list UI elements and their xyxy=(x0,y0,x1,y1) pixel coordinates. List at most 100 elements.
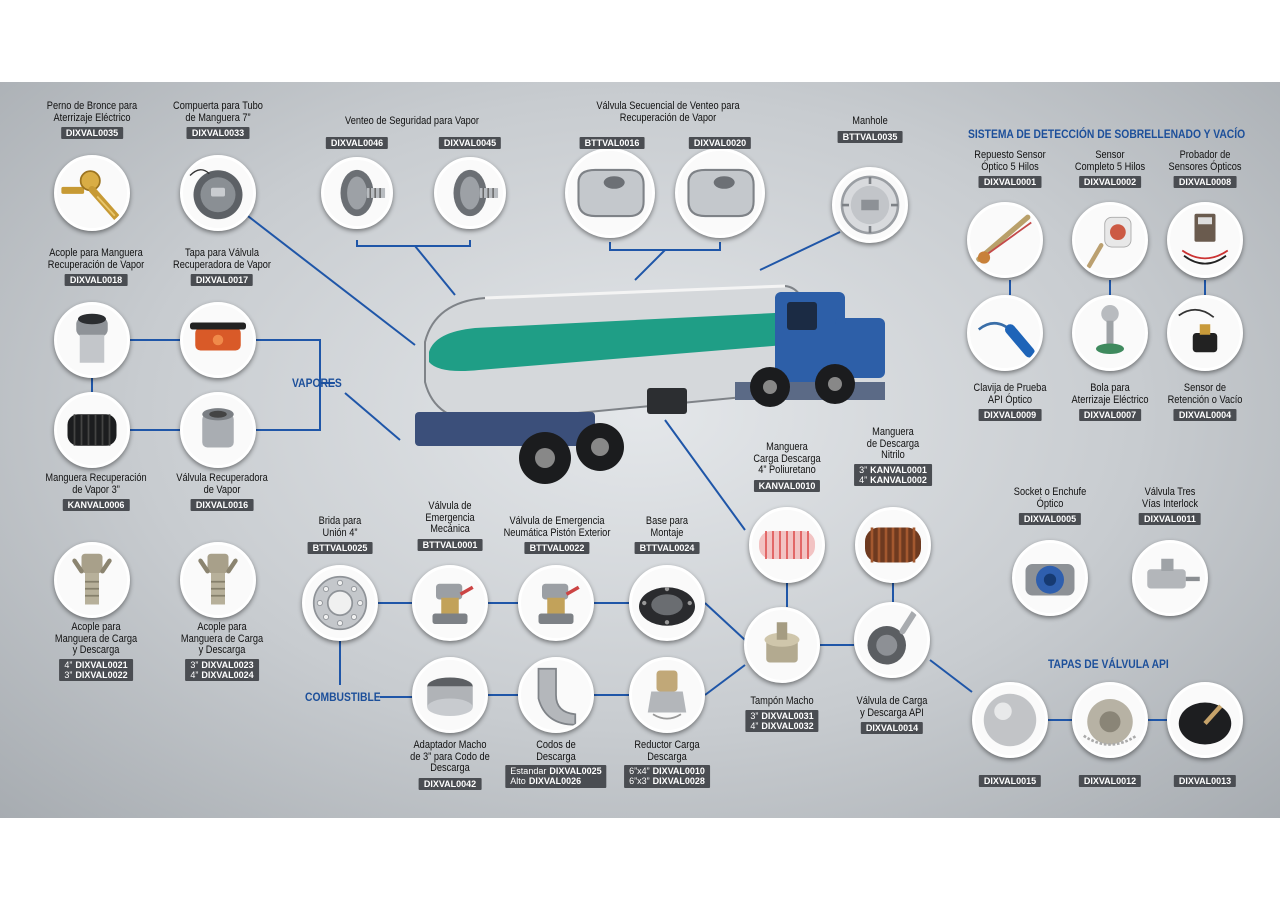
product-code: KANVAL0010 xyxy=(753,479,821,492)
connector-line xyxy=(356,240,471,247)
code-value: DIXVAL0024 xyxy=(201,669,254,680)
product-code: DIXVAL0035 xyxy=(60,127,124,140)
product-name: Carga Descarga xyxy=(753,452,821,465)
product-name: Acople para Manguera xyxy=(49,247,143,259)
ground-ball-icon xyxy=(1072,295,1148,371)
code-value: DIXVAL0046 xyxy=(330,138,384,148)
product-code: DIXVAL0015 xyxy=(978,775,1042,788)
product-code: DIXVAL0017 xyxy=(190,274,254,287)
elbow-icon xyxy=(518,657,594,733)
product-name: Bola para xyxy=(1090,382,1130,394)
product-name: Montaje xyxy=(650,526,684,539)
product-code: BTTVAL0016 xyxy=(579,137,645,150)
code-value: DIXVAL0045 xyxy=(443,138,497,148)
code-value: DIXVAL0042 xyxy=(423,778,477,789)
code-value: KANVAL0006 xyxy=(67,500,125,511)
code-size: 4” xyxy=(750,720,759,731)
product-name: y Descarga API xyxy=(860,706,924,719)
code-value: DIXVAL0022 xyxy=(75,669,128,680)
code-size: 4” xyxy=(190,669,199,680)
code-value: DIXVAL0021 xyxy=(75,659,128,670)
product-code: BTTVAL0025 xyxy=(307,542,373,555)
label-api13: DIXVAL0013 xyxy=(1173,772,1237,789)
code-value: DIXVAL0031 xyxy=(761,710,814,721)
retention-sensor-icon xyxy=(1167,295,1243,371)
product-name: Mecánica xyxy=(430,523,470,536)
product-code: DIXVAL0033 xyxy=(186,127,250,140)
product-name: Aterrizaje Eléctrico xyxy=(53,111,131,124)
code-value: BTTVAL0001 xyxy=(422,539,478,550)
product-name: Vías Interlock xyxy=(1142,497,1198,510)
code-size: 3” xyxy=(859,464,868,475)
product-name: Manguera xyxy=(766,441,808,453)
sequential-valve-icon xyxy=(565,148,655,238)
code-value: DIXVAL0013 xyxy=(1178,776,1232,786)
product-name: Manguera xyxy=(872,426,914,438)
code-value: DIXVAL0005 xyxy=(1023,514,1077,525)
product-code: DIXVAL0002 xyxy=(1078,176,1142,189)
product-name: Manguera de Carga xyxy=(54,632,138,645)
vent-valve-icon xyxy=(434,157,506,229)
recovery-valve-icon xyxy=(180,392,256,468)
tanker-truck-icon xyxy=(395,262,895,507)
product-name: Sensor de xyxy=(1183,382,1227,394)
product-name: Sensores Ópticos xyxy=(1168,160,1242,173)
emergency-valve-icon xyxy=(518,565,594,641)
product-name: Probador de xyxy=(1179,149,1231,161)
product-name: Neumática Pistón Exterior xyxy=(503,526,611,539)
product-code: DIXVAL0046 xyxy=(325,137,389,150)
product-name: de 3” para Codo de xyxy=(410,750,490,763)
connector-lines xyxy=(91,192,1206,721)
api-cap-icon xyxy=(1072,682,1148,758)
red-hose-icon xyxy=(749,507,825,583)
code-value: DIXVAL0015 xyxy=(983,776,1037,786)
catalog-panel: SISTEMA DE DETECCIÓN DE SOBRELLENADO Y V… xyxy=(0,82,1280,818)
code-size: Estandar xyxy=(510,766,547,777)
product-name: Manguera Recuperación xyxy=(45,472,147,484)
label-dixval0020: DIXVAL0020 xyxy=(688,134,752,151)
product-name: Sensor xyxy=(1095,149,1125,161)
product-code: BTTVAL0035 xyxy=(837,130,903,143)
product-name: de Vapor 3” xyxy=(72,483,120,496)
mounting-base-icon xyxy=(629,565,705,641)
dust-plug-icon xyxy=(744,607,820,683)
code-value: DIXVAL0014 xyxy=(865,723,919,734)
product-name: Brida para xyxy=(318,515,362,527)
flange-icon xyxy=(302,565,378,641)
code-value: KANVAL0010 xyxy=(758,480,816,491)
product-code: DIXVAL0013 xyxy=(1173,775,1237,788)
connector-line xyxy=(414,245,456,296)
code-value: DIXVAL0017 xyxy=(195,275,249,286)
product-name: Descarga xyxy=(647,750,687,763)
connector-line xyxy=(704,602,746,641)
connector-line xyxy=(929,659,973,693)
code-size: 6”x3” xyxy=(629,776,650,787)
product-name: Válvula Tres xyxy=(1144,486,1196,498)
section-title-vapores: VAPORES xyxy=(292,376,342,390)
product-name: Adaptador Macho xyxy=(413,739,487,751)
label-bttval0016: BTTVAL0016 xyxy=(579,134,645,151)
connector-line xyxy=(664,419,746,531)
product-code: DIXVAL0045 xyxy=(438,137,502,150)
corrugated-hose-icon xyxy=(54,392,130,468)
product-name: Emergencia xyxy=(425,511,475,524)
connector-line xyxy=(256,339,321,431)
section-title-sobrellenado: SISTEMA DE DETECCIÓN DE SOBRELLENADO Y V… xyxy=(968,127,1246,141)
